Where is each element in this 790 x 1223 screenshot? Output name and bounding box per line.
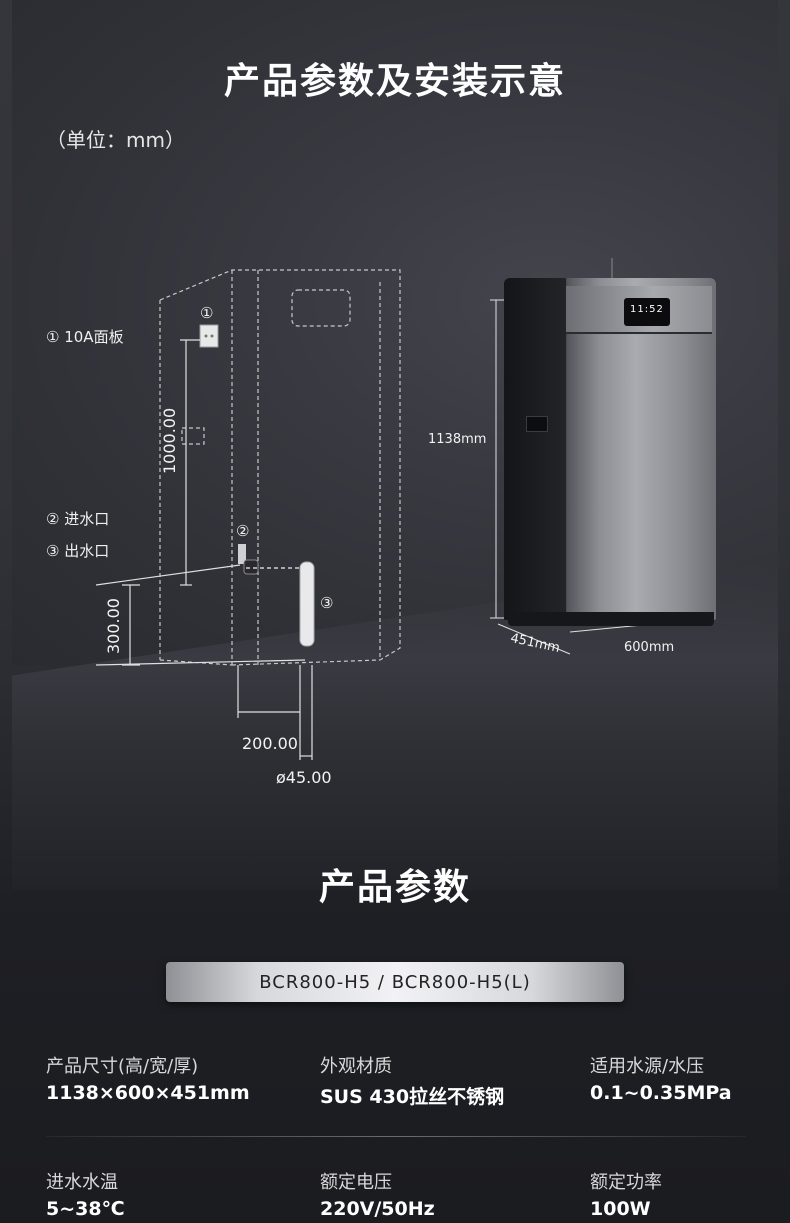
spec-divider (46, 1136, 746, 1137)
floor-reference-line (95, 564, 241, 586)
page-title: 产品参数及安装示意 (223, 61, 566, 102)
specs-title: 产品参数 (318, 867, 471, 908)
product-vent (526, 416, 548, 432)
spec-value: 100W (590, 1198, 651, 1220)
label-outlet: ③ 出水口 (46, 542, 110, 560)
spec-item: 外观材质 SUS 430拉丝不锈钢 (320, 1052, 504, 1109)
spec-key: 适用水源/水压 (590, 1056, 705, 1077)
spec-key: 外观材质 (320, 1056, 392, 1077)
cabinet-outline-top (159, 269, 401, 661)
spec-item: 额定功率 100W (590, 1168, 662, 1220)
spec-key: 进水水温 (46, 1172, 118, 1193)
outlet-pipe-icon (299, 561, 315, 647)
label-inlet: ② 进水口 (46, 510, 110, 528)
spec-value: SUS 430拉丝不锈钢 (320, 1086, 505, 1108)
product-height-label: 1138mm (428, 432, 487, 447)
spec-item: 额定电压 220V/50Hz (320, 1168, 435, 1220)
spec-value: 220V/50Hz (320, 1198, 435, 1220)
cabinet-side-vent (181, 427, 205, 445)
socket-panel-icon (199, 324, 219, 348)
dim-200-label: 200.00 (242, 734, 298, 753)
spec-item: 适用水源/水压 0.1~0.35MPa (590, 1052, 732, 1104)
inlet-pipe-icon (238, 544, 246, 564)
marker-2: ② (236, 522, 250, 540)
spec-value: 1138×600×451mm (46, 1082, 250, 1104)
cabinet-top-window (291, 289, 351, 327)
water-purifier-image: 11:52 (504, 278, 716, 628)
dim-diameter-label: ø45.00 (276, 768, 332, 787)
marker-1: ① (200, 304, 214, 322)
marker-3: ③ (320, 594, 334, 612)
spec-key: 额定功率 (590, 1172, 662, 1193)
spec-item: 进水水温 5~38℃ (46, 1168, 125, 1220)
product-display: 11:52 (624, 298, 670, 326)
unit-note: （单位：mm） (46, 128, 185, 152)
spec-value: 0.1~0.35MPa (590, 1082, 732, 1104)
spec-item: 产品尺寸(高/宽/厚) 1138×600×451mm (46, 1052, 250, 1104)
model-bar: BCR800-H5 / BCR800-H5(L) (166, 962, 624, 1002)
spec-value: 5~38℃ (46, 1198, 125, 1220)
spec-key: 额定电压 (320, 1172, 392, 1193)
installation-diagram (95, 269, 401, 760)
spec-key: 产品尺寸(高/宽/厚) (46, 1056, 199, 1077)
label-panel: ① 10A面板 (46, 328, 124, 346)
product-width-label: 600mm (624, 640, 675, 655)
cabinet-outline-floor (231, 659, 381, 666)
